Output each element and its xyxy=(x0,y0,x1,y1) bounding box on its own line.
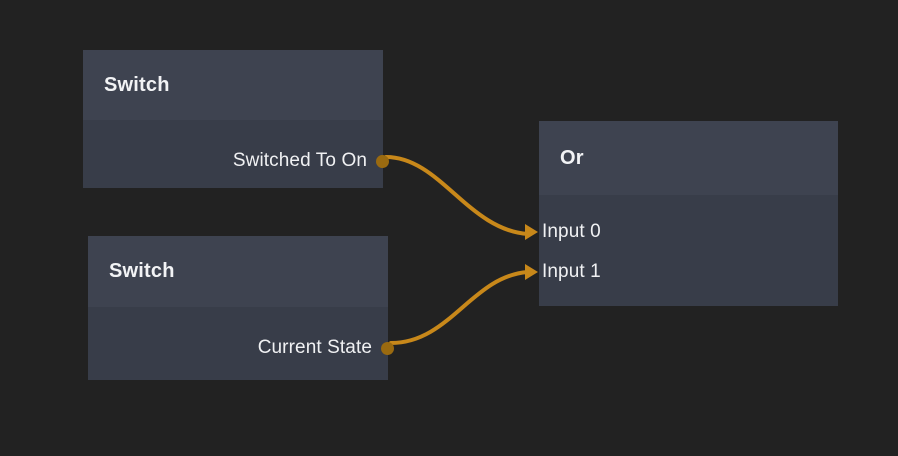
node-switch-1-body: Switched To On xyxy=(83,120,389,188)
node-or-title: Or xyxy=(560,146,584,169)
node-or-header[interactable]: Or xyxy=(539,121,838,195)
node-switch-2-title: Switch xyxy=(109,260,175,282)
node-switch-2-body: Current State xyxy=(88,307,394,380)
input-port-input-0[interactable]: Input 0 xyxy=(525,221,601,243)
output-port-dot-icon[interactable] xyxy=(381,341,394,355)
node-switch-1-header[interactable]: Switch xyxy=(83,50,383,120)
wire-switched-to-on-to-input-0 xyxy=(384,155,530,236)
node-or-body: Input 0 Input 1 xyxy=(525,195,838,306)
input-port-input-1-label: Input 1 xyxy=(542,261,601,282)
node-switch-1-title: Switch xyxy=(104,73,170,96)
wire-current-state-to-input-1 xyxy=(389,270,530,345)
node-switch-1[interactable]: Switch Switched To On xyxy=(83,50,389,188)
node-switch-2[interactable]: Switch Current State xyxy=(88,236,394,380)
input-port-arrow-icon[interactable] xyxy=(525,264,538,280)
input-port-input-1[interactable]: Input 1 xyxy=(525,261,601,283)
output-port-switched-to-on[interactable]: Switched To On xyxy=(232,150,389,172)
input-port-input-0-label: Input 0 xyxy=(542,221,601,242)
node-or[interactable]: Or Input 0 Input 1 xyxy=(525,121,838,306)
output-port-current-state-label: Current State xyxy=(257,337,372,358)
node-switch-2-header[interactable]: Switch xyxy=(88,236,388,307)
input-port-arrow-icon[interactable] xyxy=(525,224,538,240)
output-port-switched-to-on-label: Switched To On xyxy=(232,150,367,171)
output-port-current-state[interactable]: Current State xyxy=(257,337,394,359)
output-port-dot-icon[interactable] xyxy=(376,154,389,168)
